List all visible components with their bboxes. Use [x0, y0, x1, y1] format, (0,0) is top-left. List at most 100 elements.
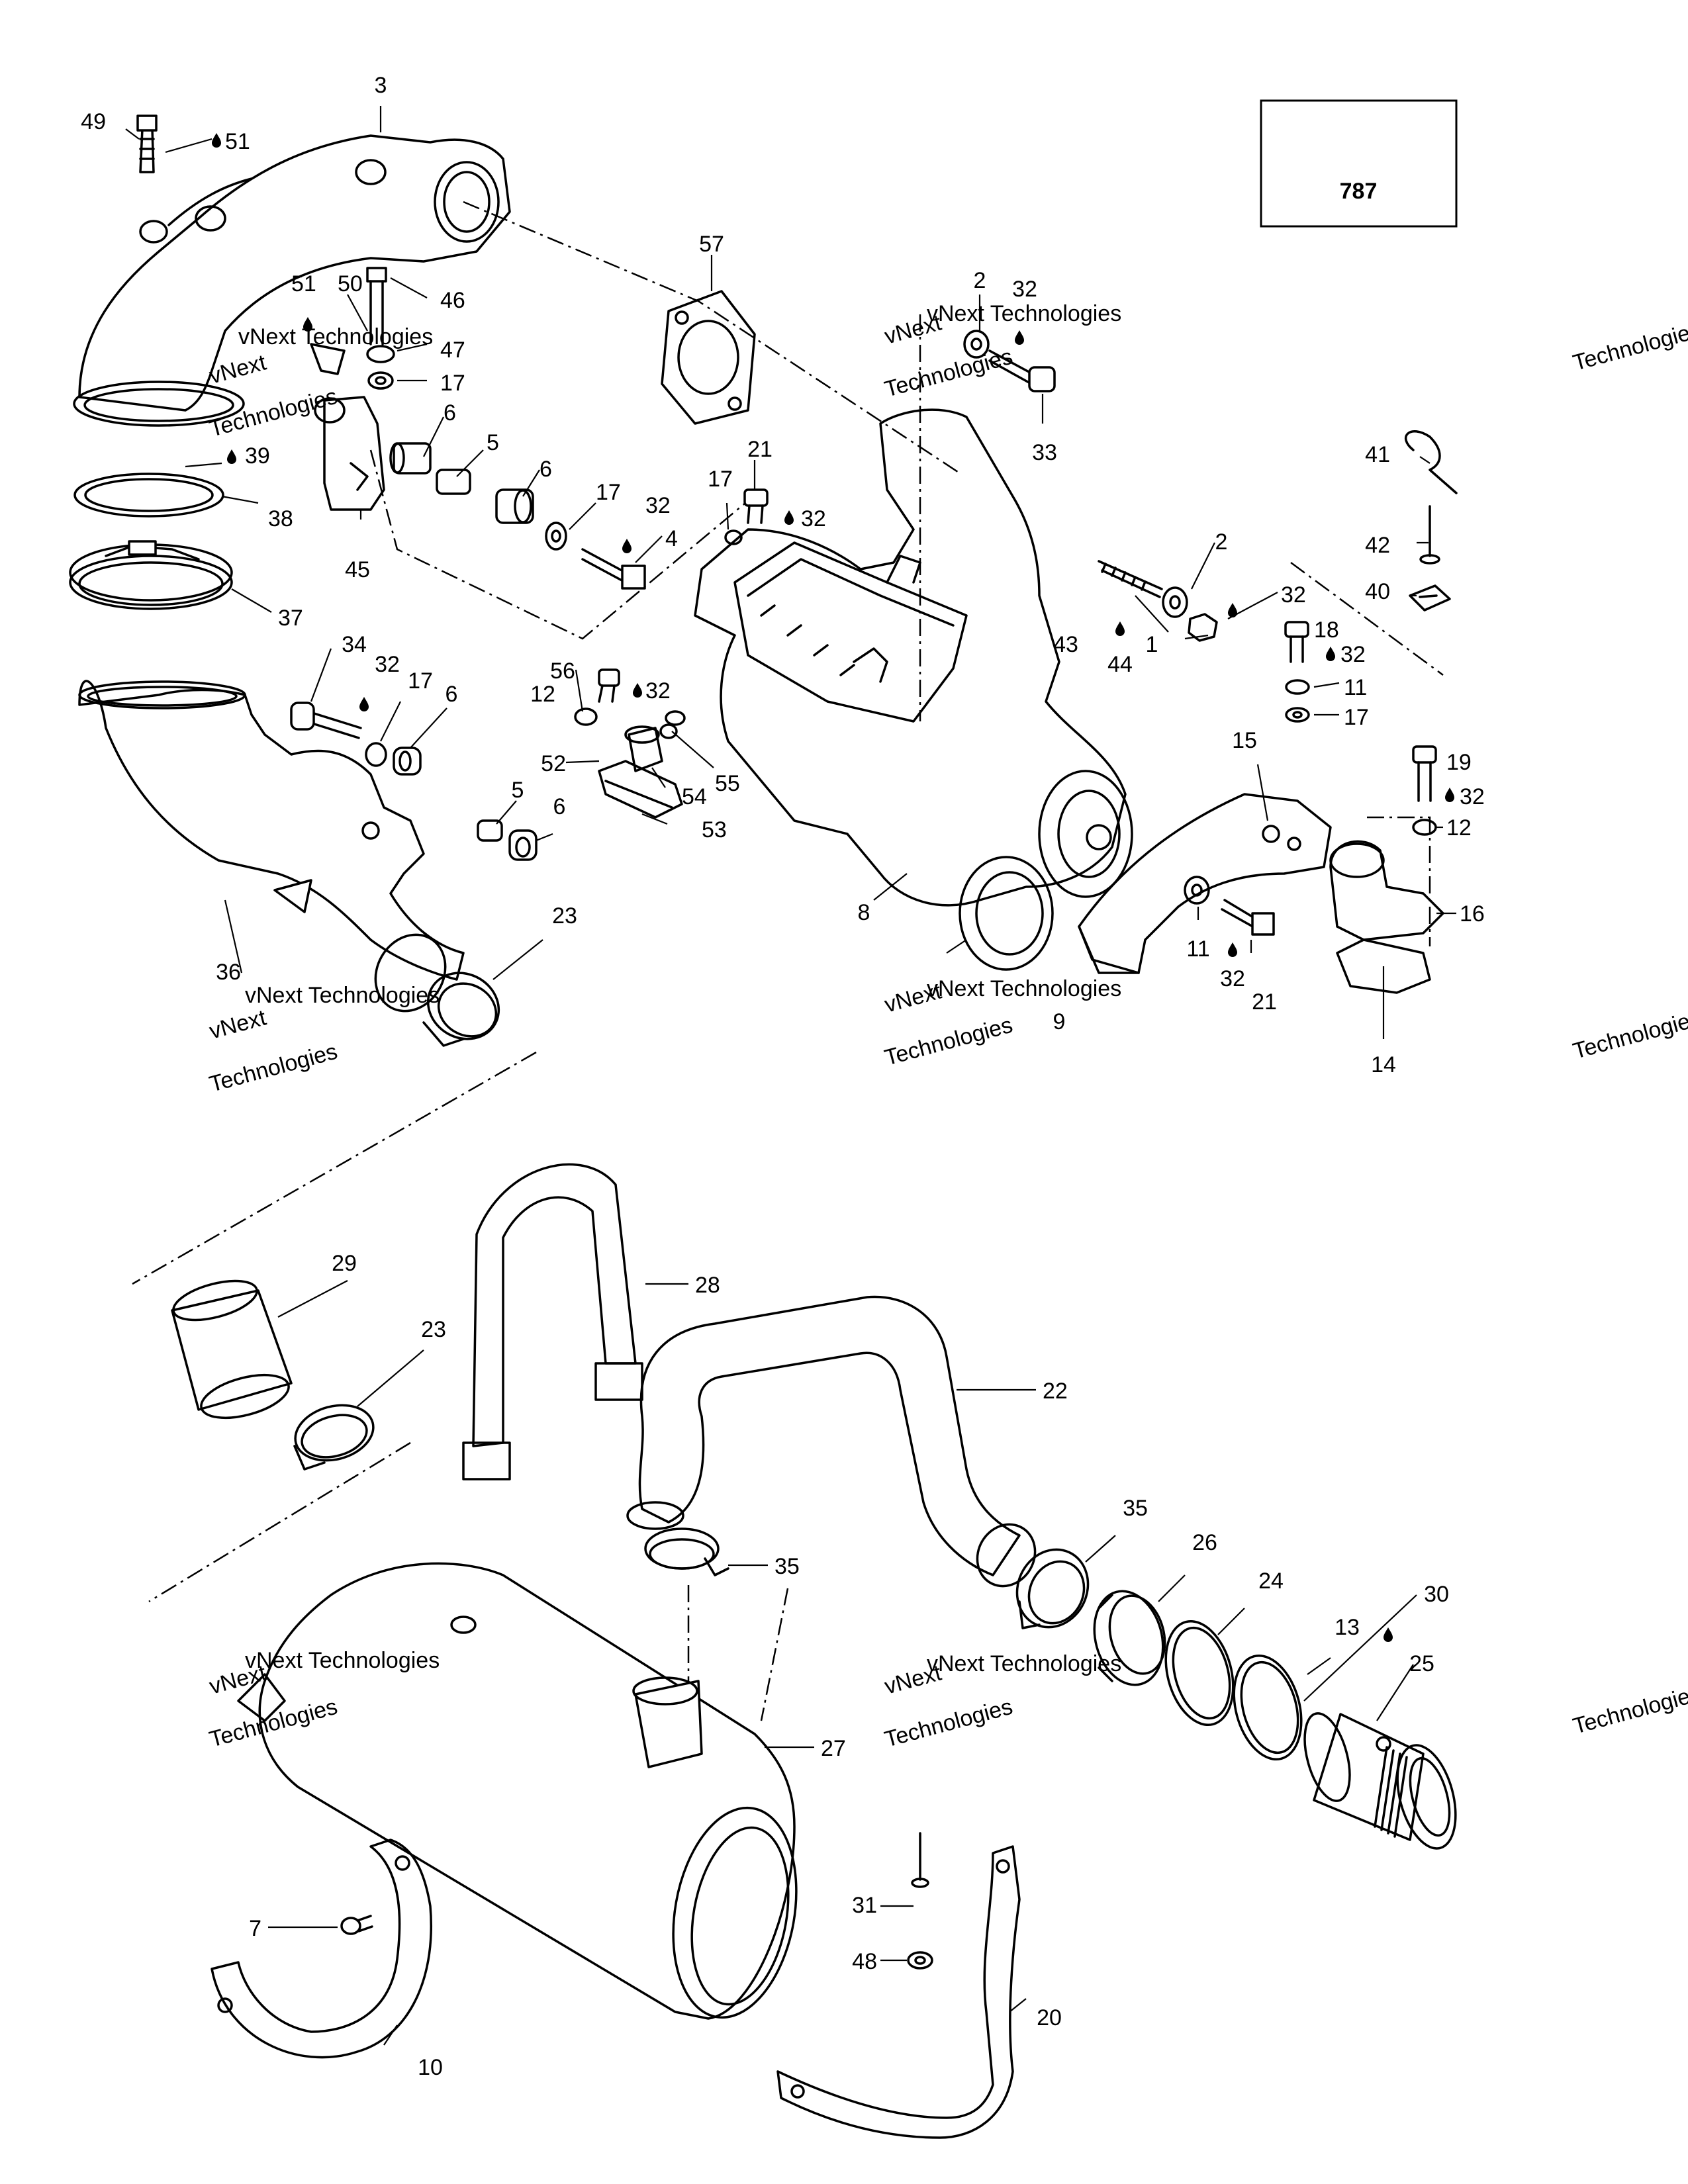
- callout-21: 21: [747, 437, 773, 462]
- callout-55: 55: [715, 771, 740, 796]
- spacer-6-d: [508, 829, 538, 861]
- bracket-45: [314, 396, 385, 511]
- nut-26: [1093, 1590, 1166, 1686]
- watermark-text: Technologies: [1570, 1681, 1688, 1739]
- washer-2-a: [1162, 586, 1188, 618]
- callout-41: 41: [1365, 442, 1390, 467]
- exhaust-pipe-36: [78, 680, 465, 1013]
- callout-17: 17: [408, 668, 433, 694]
- callout-51: 51: [225, 129, 250, 154]
- plate-14: [1336, 938, 1431, 994]
- watermark-text: Technologies: [882, 1694, 1015, 1752]
- washer-17-e: [1285, 707, 1310, 723]
- callout-27: 27: [821, 1736, 846, 1761]
- diagram-number-badge: 787: [1260, 99, 1458, 228]
- bolt-33: [988, 349, 1056, 392]
- callout-25: 25: [1409, 1651, 1434, 1676]
- bolt-21-a: [743, 488, 769, 524]
- callout-37: 37: [278, 606, 303, 631]
- sleeve-29: [171, 1279, 293, 1420]
- callout-31: 31: [852, 1893, 877, 1918]
- callout-49: 49: [81, 109, 106, 134]
- clamp-23-lower: [293, 1404, 375, 1471]
- washer-12-b: [1412, 819, 1437, 836]
- callout-38: 38: [268, 506, 293, 531]
- clamp-35-a: [644, 1527, 729, 1576]
- oil-drop-icon: [1228, 942, 1237, 957]
- clip-40: [1409, 584, 1451, 612]
- callout-23: 23: [421, 1317, 446, 1342]
- sensor-52: [624, 725, 663, 772]
- clamp-35-b: [1015, 1548, 1090, 1629]
- callout-26: 26: [1192, 1530, 1217, 1555]
- callout-8: 8: [858, 900, 870, 925]
- washer-17-a: [545, 522, 567, 551]
- oil-drop-icon: [227, 449, 236, 464]
- callout-42: 42: [1365, 533, 1390, 558]
- watermark-text: Technologies: [1570, 318, 1688, 376]
- spacer-6-a: [389, 442, 432, 475]
- callout-32: 32: [1340, 642, 1366, 667]
- nut-1: [1188, 613, 1218, 642]
- oil-drop-icon: [1445, 788, 1454, 802]
- callout-7: 7: [249, 1916, 261, 1941]
- hose-22: [626, 1295, 1037, 1588]
- callout-6: 6: [553, 794, 566, 819]
- bushing-5-a: [436, 469, 471, 495]
- callout-13: 13: [1335, 1615, 1360, 1640]
- callout-5: 5: [487, 430, 499, 455]
- washer-12-a: [574, 707, 598, 726]
- bolt-19: [1412, 745, 1437, 802]
- bolt-21-b: [1221, 899, 1275, 936]
- callout-17: 17: [440, 371, 465, 396]
- watermark-text: Technologies: [207, 1694, 340, 1752]
- watermark-text: vNext Technologies: [245, 983, 440, 1008]
- callout-44: 44: [1107, 652, 1133, 677]
- callout-12: 12: [530, 682, 555, 707]
- callout-23: 23: [552, 903, 577, 929]
- callout-32: 32: [645, 678, 671, 704]
- callout-56: 56: [550, 659, 575, 684]
- callout-29: 29: [332, 1251, 357, 1276]
- stud-43: [1098, 560, 1163, 598]
- washer-2-b: [963, 330, 990, 359]
- callout-40: 40: [1365, 579, 1390, 604]
- gasket-53: [598, 760, 683, 819]
- callout-20: 20: [1037, 2005, 1062, 2030]
- screw-7: [340, 1915, 373, 1935]
- washer-54: [659, 723, 678, 739]
- gasket-38: [73, 473, 224, 518]
- callout-2: 2: [1215, 529, 1228, 555]
- oil-drop-icon: [303, 317, 312, 332]
- watermark-text: Technologies: [207, 1039, 340, 1097]
- muffler-27: [237, 1562, 798, 2020]
- callout-14: 14: [1371, 1052, 1396, 1077]
- callout-54: 54: [682, 784, 707, 809]
- callout-48: 48: [852, 1949, 877, 1974]
- callout-36: 36: [216, 960, 241, 985]
- callout-33: 33: [1032, 440, 1057, 465]
- fitting-49: [136, 114, 158, 173]
- heat-shield-15: [1078, 793, 1332, 974]
- oil-drop-icon: [1383, 1627, 1393, 1642]
- callout-24: 24: [1258, 1569, 1284, 1594]
- oring-55: [665, 710, 686, 726]
- callout-17: 17: [1344, 705, 1369, 730]
- assembly-lines: [132, 201, 1444, 1721]
- callout-2: 2: [974, 268, 986, 293]
- oil-drop-icon: [212, 133, 221, 148]
- oil-drop-icon: [784, 510, 794, 525]
- washer-47: [366, 345, 395, 363]
- callout-32: 32: [1220, 966, 1245, 991]
- callout-17: 17: [596, 480, 621, 505]
- watermark-text: Technologies: [1570, 1006, 1688, 1064]
- callout-18: 18: [1314, 617, 1339, 643]
- callout-35: 35: [774, 1554, 800, 1579]
- callout-45: 45: [345, 557, 370, 582]
- oil-drop-markers: [212, 133, 1454, 1642]
- bracket-10: [211, 1839, 432, 2059]
- callout-16: 16: [1460, 901, 1485, 927]
- watermark-text: vNext: [207, 1005, 269, 1044]
- clamp-23-upper: [422, 972, 500, 1047]
- outlet-25: [1303, 1712, 1457, 1850]
